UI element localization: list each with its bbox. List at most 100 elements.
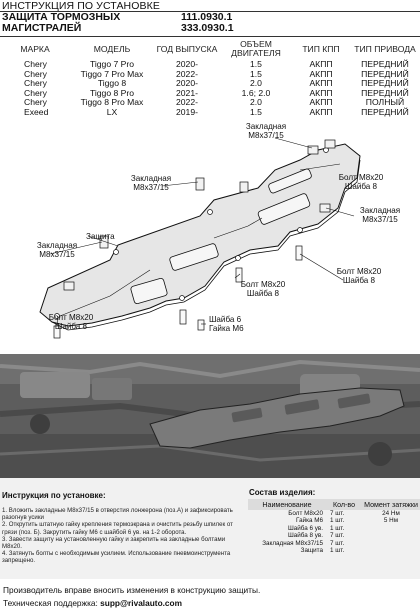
table-row: Болт М8х20 7 шт. 24 Нм <box>248 510 420 517</box>
cell-model: Tiggo 7 Pro Max <box>80 68 144 79</box>
label-bolt-left: Болт М8х20 Шайба 8 <box>48 313 94 331</box>
assembly-drawing <box>39 137 361 339</box>
support-email-link[interactable]: supp@rivalauto.com <box>100 598 182 608</box>
insert-part <box>99 235 109 249</box>
instruction-step: 4. Затянуть болты с необходимым усилием.… <box>2 550 231 565</box>
article-codes: 111.0930.1 333.0930.1 <box>181 12 234 34</box>
insert-part <box>319 203 331 213</box>
cell-torque: 5 Нм <box>383 517 399 525</box>
cell-model: Tiggo 8 Pro Max <box>80 97 144 108</box>
col-make: МАРКА <box>20 43 50 54</box>
cell-torque: 24 Нм <box>382 510 400 517</box>
cell-part: Защита <box>300 547 323 555</box>
table-row: Гайка М6 1 шт. 5 Нм <box>248 517 420 524</box>
cell-model: Tiggo 8 <box>97 78 127 89</box>
cell-engine: 2.0 <box>250 78 262 89</box>
table-divider <box>0 36 420 37</box>
cell-engine: 1.6; 2.0 <box>241 87 271 98</box>
cell-year: 2020- <box>176 78 198 89</box>
cell-make: Exeed <box>24 106 49 117</box>
cell-year: 2022- <box>176 68 198 79</box>
insert-part <box>239 181 249 193</box>
instructions-title: Инструкция по установке: <box>2 491 106 500</box>
cell-make: Chery <box>24 87 47 98</box>
guard-window <box>257 193 311 225</box>
cell-part: Шайба 8 ув. <box>288 532 323 540</box>
cell-drive: ПЕРЕДНИЙ <box>361 78 409 89</box>
support-label: Техническая поддержка: <box>3 598 98 608</box>
label-nut6: Гайка М6 <box>209 324 244 333</box>
table-row: Chery Tiggo 8 2020- 2.0 АКПП ПЕРЕДНИЙ <box>0 79 420 89</box>
col-gearbox: ТИП КПП <box>302 43 340 54</box>
insert-part <box>324 139 336 149</box>
document-header: ИНСТРУКЦИЯ ПО УСТАНОВКЕ <box>2 0 160 12</box>
article-code-1: 111.0930.1 <box>181 11 233 23</box>
mount-hole <box>235 255 241 261</box>
table-row: Защита 1 шт. <box>248 547 420 554</box>
label-insert-top: Закладная М8х37/15 <box>245 122 287 140</box>
vehicle-table-header: МАРКА МОДЕЛЬ ГОД ВЫПУСКА ОБЪЕМ ДВИГАТЕЛЯ… <box>0 38 420 60</box>
bolt-part <box>197 319 205 331</box>
guard-window <box>268 168 312 194</box>
guard-window <box>169 243 219 271</box>
footer-support: Техническая поддержка: supp@rivalauto.co… <box>3 598 182 608</box>
product-title-line2: МАГИСТРАЛЕЙ <box>2 22 82 34</box>
col-year: ГОД ВЫПУСКА <box>156 43 218 54</box>
cell-drive: ПЕРЕДНИЙ <box>361 59 409 69</box>
guard-rib <box>213 217 263 239</box>
cell-part: Гайка М6 <box>296 517 323 525</box>
cell-qty: 7 шт. <box>330 539 345 547</box>
col-name: Наименование <box>248 499 326 510</box>
product-title-line1: ЗАЩИТА ТОРМОЗНЫХ <box>2 11 121 23</box>
label-insert-left: Закладная М8х37/15 <box>36 241 78 259</box>
col-drive: ТИП ПРИВОДА <box>354 43 416 54</box>
cell-drive: ПЕРЕДНИЙ <box>361 106 409 117</box>
cell-model: Tiggo 8 Pro <box>89 87 135 98</box>
guard-rib <box>59 269 151 317</box>
instruction-step: 2. Открутить штатную гайку крепления тер… <box>2 521 233 536</box>
mount-hole <box>179 295 185 301</box>
insert-part <box>63 281 75 291</box>
col-model: МОДЕЛЬ <box>93 43 131 54</box>
table-row: Шайба 8 ув. 7 шт. <box>248 532 420 539</box>
cell-model: LX <box>106 106 118 117</box>
instructions-panel: Инструкция по установке: 1. Вложить закл… <box>0 478 420 579</box>
vehicle-table: МАРКА МОДЕЛЬ ГОД ВЫПУСКА ОБЪЕМ ДВИГАТЕЛЯ… <box>0 38 420 118</box>
table-row: Chery Tiggo 7 Pro Max 2022- 1.5 АКПП ПЕР… <box>0 68 420 80</box>
insert-part <box>307 145 319 155</box>
installation-photo-art <box>0 354 420 478</box>
label-guard: Защита <box>86 232 115 241</box>
instruction-step: 3. Завести защиту на установленную гайку… <box>2 535 226 551</box>
cell-year: 2021- <box>176 87 198 98</box>
cell-engine: 1.5 <box>250 59 262 69</box>
table-row: Шайба 6 ув. 1 шт. <box>248 525 420 532</box>
cell-engine: 2.0 <box>250 97 262 108</box>
footer-disclaimer: Производитель вправе вносить изменения в… <box>3 585 261 595</box>
cell-drive: ПЕРЕДНИЙ <box>361 68 409 79</box>
cell-part: Болт М8х20 <box>288 510 323 517</box>
col-torque: Момент затяжки <box>362 499 420 510</box>
table-row: Chery Tiggo 7 Pro 2020- 1.5 АКПП ПЕРЕДНИ… <box>0 59 420 70</box>
components-table: Наименование Кол-во Момент затяжки Болт … <box>248 499 420 554</box>
guard-window <box>130 277 168 305</box>
cell-make: Chery <box>24 97 47 108</box>
cell-engine: 1.5 <box>250 68 262 79</box>
cell-part: Шайба 6 ув. <box>288 524 323 532</box>
cell-qty: 7 шт. <box>330 510 345 517</box>
cell-make: Chery <box>24 68 47 79</box>
header-divider <box>0 11 420 12</box>
mount-hole <box>207 209 213 215</box>
cell-qty: 7 шт. <box>330 532 345 540</box>
label-bolt-right-mid: Болт М8х20 Шайба 8 <box>336 267 382 285</box>
cell-qty: 1 шт. <box>330 517 345 525</box>
col-engine: ОБЪЕМ ДВИГАТЕЛЯ <box>231 39 281 58</box>
label-bolt-center: Болт М8х20 Шайба 8 <box>240 280 286 298</box>
cell-year: 2019- <box>176 106 198 117</box>
bolt-part <box>179 309 187 325</box>
insert-part <box>195 177 205 191</box>
table-row: Chery Tiggo 8 Pro Max 2022- 2.0 АКПП ПОЛ… <box>0 98 420 108</box>
cell-gearbox: АКПП <box>309 68 333 79</box>
cell-gearbox: АКПП <box>309 106 333 117</box>
cell-year: 2022- <box>176 97 198 108</box>
components-title: Состав изделия: <box>249 488 316 497</box>
